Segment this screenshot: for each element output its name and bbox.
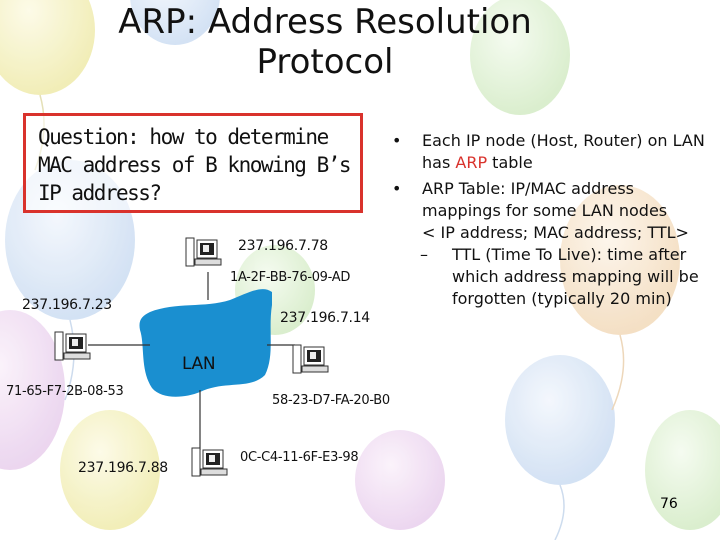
page-number: 76 <box>660 496 678 512</box>
sub-bullet-ttl: – TTL (Time To Live): time after which a… <box>392 244 717 310</box>
sub-bullet-text: TTL (Time To Live): time after which add… <box>452 245 699 308</box>
bullet-icon: • <box>392 179 402 198</box>
node-left-mac: 71-65-F7-2B-08-53 <box>6 384 124 399</box>
arp-highlight: ARP <box>455 153 488 172</box>
title-line-1: ARP: Address Resolution <box>118 2 532 42</box>
bullet-2-continuation: < IP address; MAC address; TTL> <box>422 223 689 242</box>
bullet-item-arp-table: • Each IP node (Host, Router) on LAN has… <box>392 130 717 174</box>
lan-cloud <box>139 289 272 397</box>
node-top-mac: 1A-2F-BB-76-09-AD <box>230 270 351 285</box>
computer-icon <box>191 447 228 477</box>
node-right-mac: 58-23-D7-FA-20-B0 <box>272 393 390 408</box>
node-top-ip: 237.196.7.78 <box>238 238 328 254</box>
dash-icon: – <box>420 245 428 264</box>
node-bottom-mac: 0C-C4-11-6F-E3-98 <box>240 450 359 465</box>
node-left-ip: 237.196.7.23 <box>22 297 112 313</box>
computer-icon <box>185 237 222 267</box>
computer-icon <box>54 331 91 361</box>
slide-title: ARP: Address Resolution Protocol <box>70 2 580 82</box>
question-box: Question: how to determine MAC address o… <box>23 113 363 213</box>
network-links <box>88 272 295 450</box>
title-line-2: Protocol <box>256 42 394 82</box>
node-right-ip: 237.196.7.14 <box>280 310 370 326</box>
bullet-2-text: ARP Table: IP/MAC address mappings for s… <box>422 179 668 220</box>
lan-label: LAN <box>182 354 216 374</box>
bullet-item-mappings: • ARP Table: IP/MAC address mappings for… <box>392 178 717 222</box>
bullet-list: • Each IP node (Host, Router) on LAN has… <box>392 130 717 310</box>
bullet-1-pre: Each IP node (Host, Router) on LAN has <box>422 131 705 172</box>
bullet-1-post: table <box>487 153 533 172</box>
bullet-icon: • <box>392 131 402 150</box>
node-bottom-ip: 237.196.7.88 <box>78 460 168 476</box>
computer-icon <box>292 344 329 374</box>
question-text: Question: how to determine MAC address o… <box>38 125 352 205</box>
